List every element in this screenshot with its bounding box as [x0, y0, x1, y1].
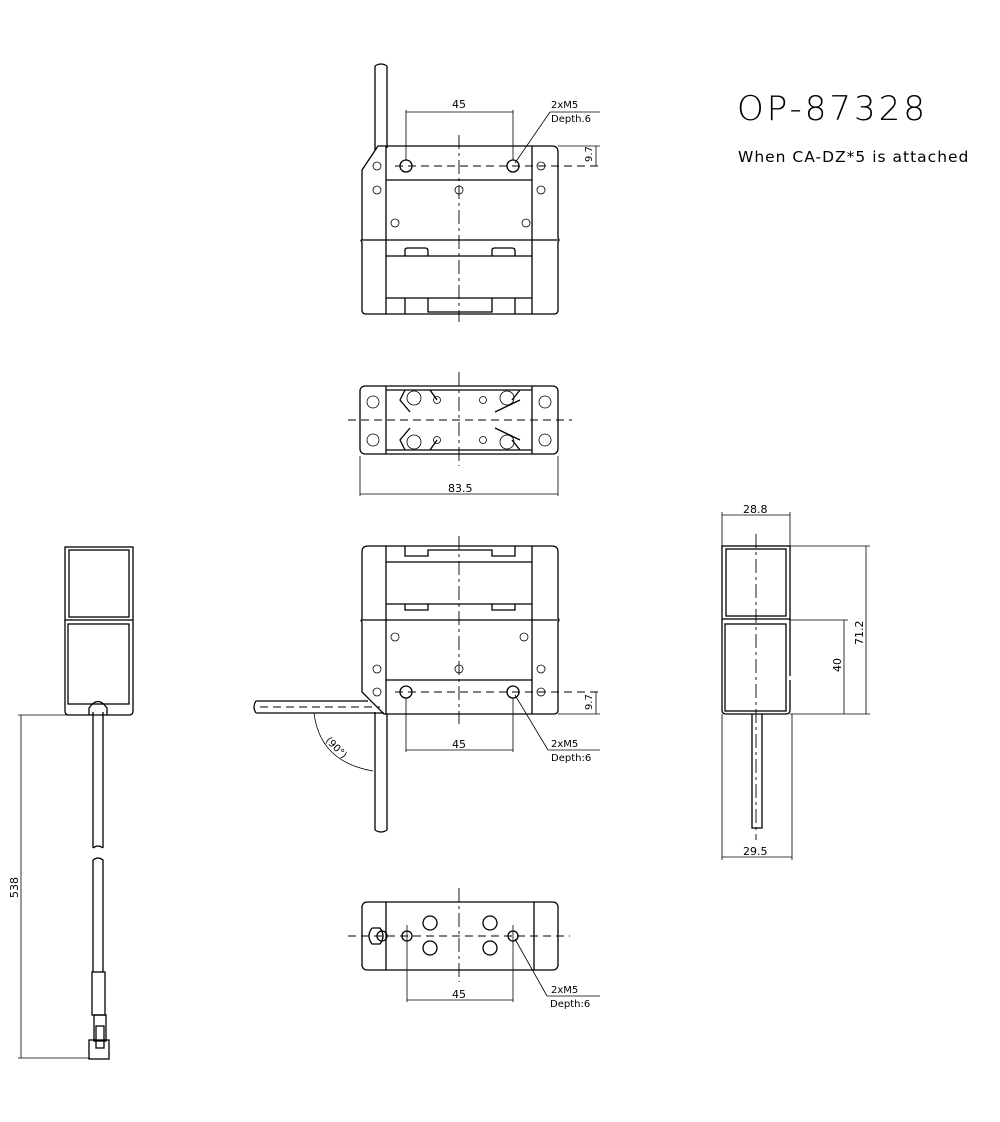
top-hole-pitch-dim: 45 — [452, 98, 466, 111]
side-lower-height-dim: 40 — [831, 658, 844, 672]
lower-hole-pitch-dim: 45 — [452, 738, 466, 751]
bottom-hole-pitch-dim: 45 — [452, 988, 466, 1001]
bottom-depth-callout: Depth:6 — [550, 999, 590, 1010]
top-depth-callout: Depth.6 — [551, 114, 591, 125]
top-view: 45 2xM5 Depth.6 9.7 — [360, 63, 600, 322]
top-thread-callout: 2xM5 — [551, 100, 578, 111]
side-total-height-dim: 71.2 — [853, 621, 866, 646]
angle-dim: (90°) — [323, 735, 349, 761]
cable-view: 538 — [8, 546, 134, 1060]
side-view: 28.8 29.5 71.2 40 — [721, 503, 870, 860]
cable-length-dim: 538 — [8, 877, 21, 898]
lower-view: (90°) 45 2xM5 Depth:6 9.7 — [253, 536, 600, 833]
side-bottom-width-dim: 29.5 — [743, 845, 768, 858]
side-top-width-dim: 28.8 — [743, 503, 768, 516]
bottom-thread-callout: 2xM5 — [551, 985, 578, 996]
front-width-dim: 83.5 — [448, 482, 473, 495]
lower-offset-dim: 9.7 — [584, 694, 595, 710]
bottom-view: 45 2xM5 Depth:6 — [348, 888, 600, 1010]
lower-depth-callout: Depth:6 — [551, 753, 591, 764]
title-block: OP-87328 When CA-DZ*5 is attached — [737, 89, 969, 166]
front-view: 83.5 — [348, 372, 572, 496]
lower-thread-callout: 2xM5 — [551, 739, 578, 750]
top-offset-dim: 9.7 — [584, 146, 595, 162]
part-number: OP-87328 — [737, 89, 928, 129]
attachment-note: When CA-DZ*5 is attached — [738, 148, 969, 166]
